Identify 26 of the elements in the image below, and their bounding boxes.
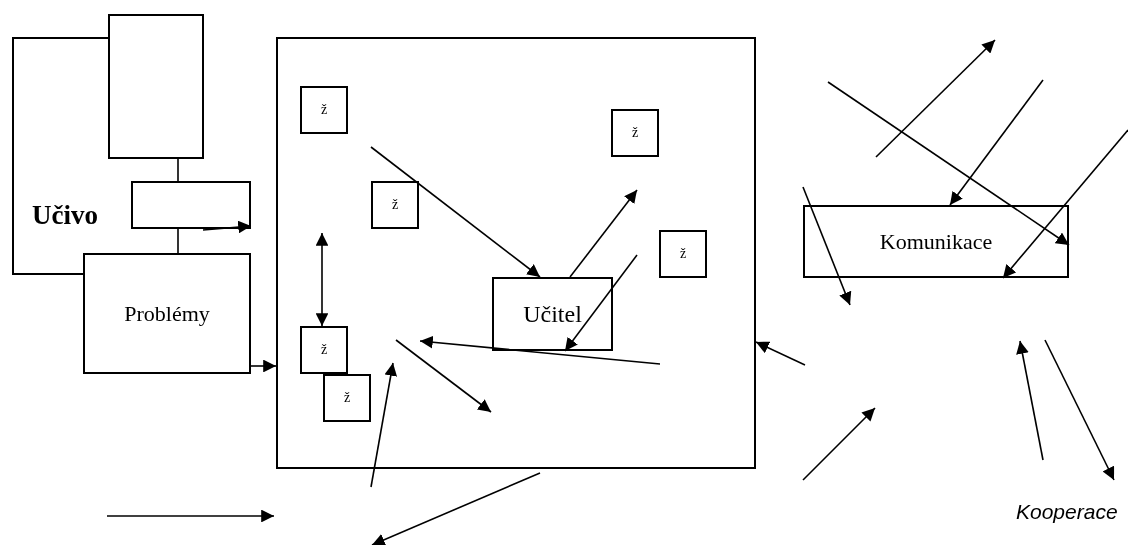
arrow bbox=[202, 220, 252, 234]
letter-box: ž bbox=[300, 326, 348, 374]
label-box: Komunikace bbox=[803, 205, 1069, 278]
arrow bbox=[569, 189, 638, 278]
arrow bbox=[315, 232, 329, 327]
letter-box: ž bbox=[323, 374, 371, 422]
arrow bbox=[250, 359, 277, 373]
empty-box bbox=[131, 181, 251, 229]
arrow bbox=[949, 79, 1044, 206]
arrow bbox=[755, 341, 806, 366]
letter-box: ž bbox=[659, 230, 707, 278]
letter-box: ž bbox=[371, 181, 419, 229]
letter-box: ž bbox=[300, 86, 348, 134]
empty-box bbox=[108, 14, 204, 159]
arrow bbox=[370, 146, 541, 278]
arrow bbox=[564, 254, 638, 352]
italic-label: Kooperace bbox=[1016, 500, 1118, 524]
label-box: Problémy bbox=[83, 253, 251, 374]
connector-line bbox=[177, 158, 179, 182]
heading-text: Učivo bbox=[32, 200, 98, 231]
letter-box: ž bbox=[611, 109, 659, 157]
arrow bbox=[827, 81, 1070, 246]
arrow bbox=[1002, 129, 1128, 279]
connector-line bbox=[177, 228, 179, 254]
large-frame bbox=[276, 37, 756, 469]
label-box: Učitel bbox=[492, 277, 613, 351]
